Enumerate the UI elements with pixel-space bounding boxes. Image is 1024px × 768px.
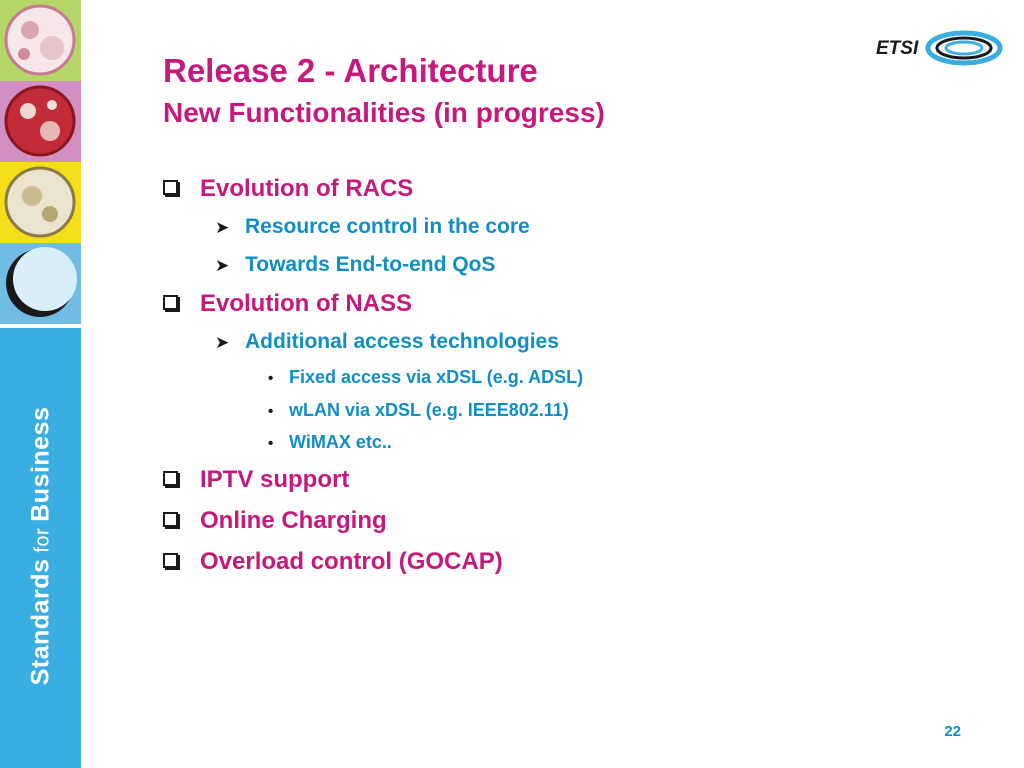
bullet-l2: ➤ Additional access technologies <box>215 329 559 356</box>
checkbox-bullet-icon <box>160 290 200 318</box>
bullet-text: Evolution of NASS <box>200 290 412 317</box>
page-number: 22 <box>944 723 961 740</box>
bullet-l3: • WiMAX etc.. <box>268 431 392 455</box>
brand-sidebar: Standards for Business <box>0 0 81 768</box>
bullet-text: Resource control in the core <box>245 215 530 238</box>
dot-bullet-icon: • <box>268 403 274 420</box>
arrow-bullet-icon: ➤ <box>215 218 230 237</box>
bullet-text: Overload control (GOCAP) <box>200 548 503 575</box>
bullet-l1: IPTV support <box>160 466 349 494</box>
checkbox-bullet-icon <box>160 175 200 203</box>
bullet-text: WiMAX etc.. <box>289 432 392 452</box>
bullet-text: Fixed access via xDSL (e.g. ADSL) <box>289 367 584 387</box>
globe-tile-blue <box>0 243 81 324</box>
bullet-l2: ➤ Towards End-to-end QoS <box>215 252 495 279</box>
bullet-l1: Evolution of NASS <box>160 290 412 318</box>
checkbox-bullet-icon <box>160 507 200 535</box>
bullet-l1: Online Charging <box>160 507 387 535</box>
bullet-l3: • wLAN via xDSL (e.g. IEEE802.11) <box>268 399 569 423</box>
bullet-text: wLAN via xDSL (e.g. IEEE802.11) <box>289 400 569 420</box>
brand-word-business: Business <box>26 406 55 522</box>
bullet-l3: • Fixed access via xDSL (e.g. ADSL) <box>268 366 583 390</box>
slide-title: Release 2 - Architecture <box>163 52 538 89</box>
dot-bullet-icon: • <box>268 435 274 452</box>
brand-word-standards: Standards <box>26 558 55 686</box>
globe-tile-green <box>0 0 81 81</box>
slide-subtitle: New Functionalities (in progress) <box>163 97 605 128</box>
bullet-l2: ➤ Resource control in the core <box>215 214 530 241</box>
checkbox-bullet-icon <box>160 548 200 576</box>
bullet-l1: Overload control (GOCAP) <box>160 548 503 576</box>
sidebar-divider <box>0 324 81 328</box>
brand-tagline: Standards for Business <box>27 407 56 686</box>
bullet-text: Online Charging <box>200 507 387 534</box>
bullet-text: Evolution of RACS <box>200 175 414 202</box>
globe-tile-yellow <box>0 162 81 243</box>
bullet-l1: Evolution of RACS <box>160 175 413 203</box>
bullet-text: Additional access technologies <box>245 330 559 353</box>
dot-bullet-icon: • <box>268 370 274 387</box>
bullet-text: IPTV support <box>200 466 350 493</box>
arrow-bullet-icon: ➤ <box>215 256 230 275</box>
bullet-text: Towards End-to-end QoS <box>245 253 496 276</box>
logo-text: ETSI <box>876 38 919 59</box>
globe-tile-pink <box>0 81 81 162</box>
checkbox-bullet-icon <box>160 466 200 494</box>
brand-word-for: for <box>31 527 54 553</box>
arrow-bullet-icon: ➤ <box>215 333 230 352</box>
etsi-logo: ETSI <box>876 30 1003 66</box>
